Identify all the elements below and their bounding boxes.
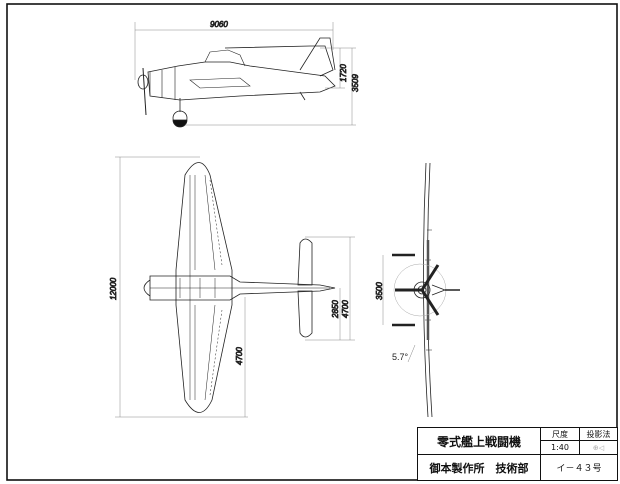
side-view: 9060 1720 3509 (134, 20, 360, 128)
title-block: 零式艦上戦闘機 尺度 投影法 1:40 ⊕◁ 御本製作所 技術部 イ－４３号 (417, 427, 618, 481)
dim-tail-span: 4700 (341, 300, 350, 318)
dim-track: 3500 (375, 282, 384, 300)
dim-half-span: 4700 (235, 347, 244, 365)
scale-label: 尺度 (541, 428, 580, 441)
drawing-number: イ－４３号 (556, 464, 602, 474)
dim-span: 12000 (109, 277, 118, 300)
drawing-title: 零式艦上戦闘機 (418, 428, 541, 455)
projection-symbol: ⊕◁ (580, 441, 617, 455)
company-name: 御本製作所 技術部 (418, 455, 541, 480)
scale-value: 1:40 (541, 441, 580, 455)
dim-tail-half: 2850 (331, 300, 340, 319)
sheet-border (6, 3, 618, 481)
dim-length: 9060 (210, 20, 228, 29)
projection-label: 投影法 (580, 428, 617, 441)
top-view: 12000 4700 2850 4700 (109, 156, 355, 418)
dim-fin-height: 1720 (339, 64, 348, 82)
front-view: 3500 5.7° (375, 162, 460, 418)
dim-total-height: 3509 (351, 74, 360, 92)
dim-dihedral: 5.7° (392, 352, 409, 362)
